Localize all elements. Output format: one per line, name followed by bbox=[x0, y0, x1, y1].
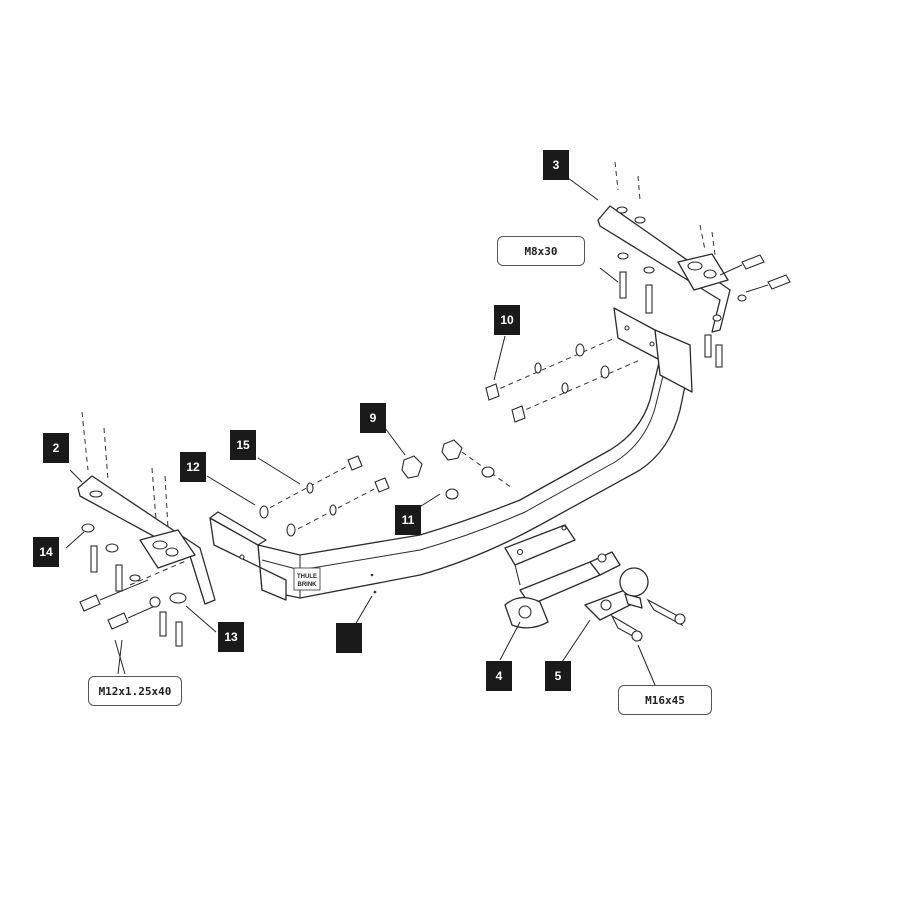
svg-text:THULE: THULE bbox=[297, 574, 317, 580]
fasteners bbox=[79, 161, 791, 647]
crossbar-beam bbox=[257, 349, 691, 599]
svg-text:BRINK: BRINK bbox=[298, 582, 318, 588]
spec-label-ball-bolt: M16x45 bbox=[618, 685, 712, 715]
right-bracket bbox=[597, 205, 731, 333]
callout-badge-4: 4 bbox=[486, 661, 512, 691]
right-mounting-plate bbox=[613, 307, 693, 393]
callout-badge-1 bbox=[336, 623, 362, 653]
callout-badge-5: 5 bbox=[545, 661, 571, 691]
callout-badge-12: 12 bbox=[180, 452, 206, 482]
callout-badge-3: 3 bbox=[543, 150, 569, 180]
spec-label-left-bolt: M12x1.25x40 bbox=[88, 676, 182, 706]
callout-badge-10: 10 bbox=[494, 305, 520, 335]
ball-mount-arm bbox=[504, 551, 621, 629]
callout-badge-13: 13 bbox=[218, 622, 244, 652]
leader-lines bbox=[65, 177, 656, 686]
spec-label-top-bolt: M8x30 bbox=[497, 236, 585, 266]
left-bracket bbox=[77, 475, 216, 605]
callout-badge-9: 9 bbox=[360, 403, 386, 433]
receiver-bracket bbox=[504, 524, 576, 586]
tow-ball bbox=[584, 567, 649, 621]
brand-logo: THULE BRINK bbox=[293, 567, 321, 591]
left-mounting-plate bbox=[209, 511, 287, 601]
callout-badge-11: 11 bbox=[395, 505, 421, 535]
callout-badge-2: 2 bbox=[43, 433, 69, 463]
callout-badge-14: 14 bbox=[33, 537, 59, 567]
callout-badge-15: 15 bbox=[230, 430, 256, 460]
